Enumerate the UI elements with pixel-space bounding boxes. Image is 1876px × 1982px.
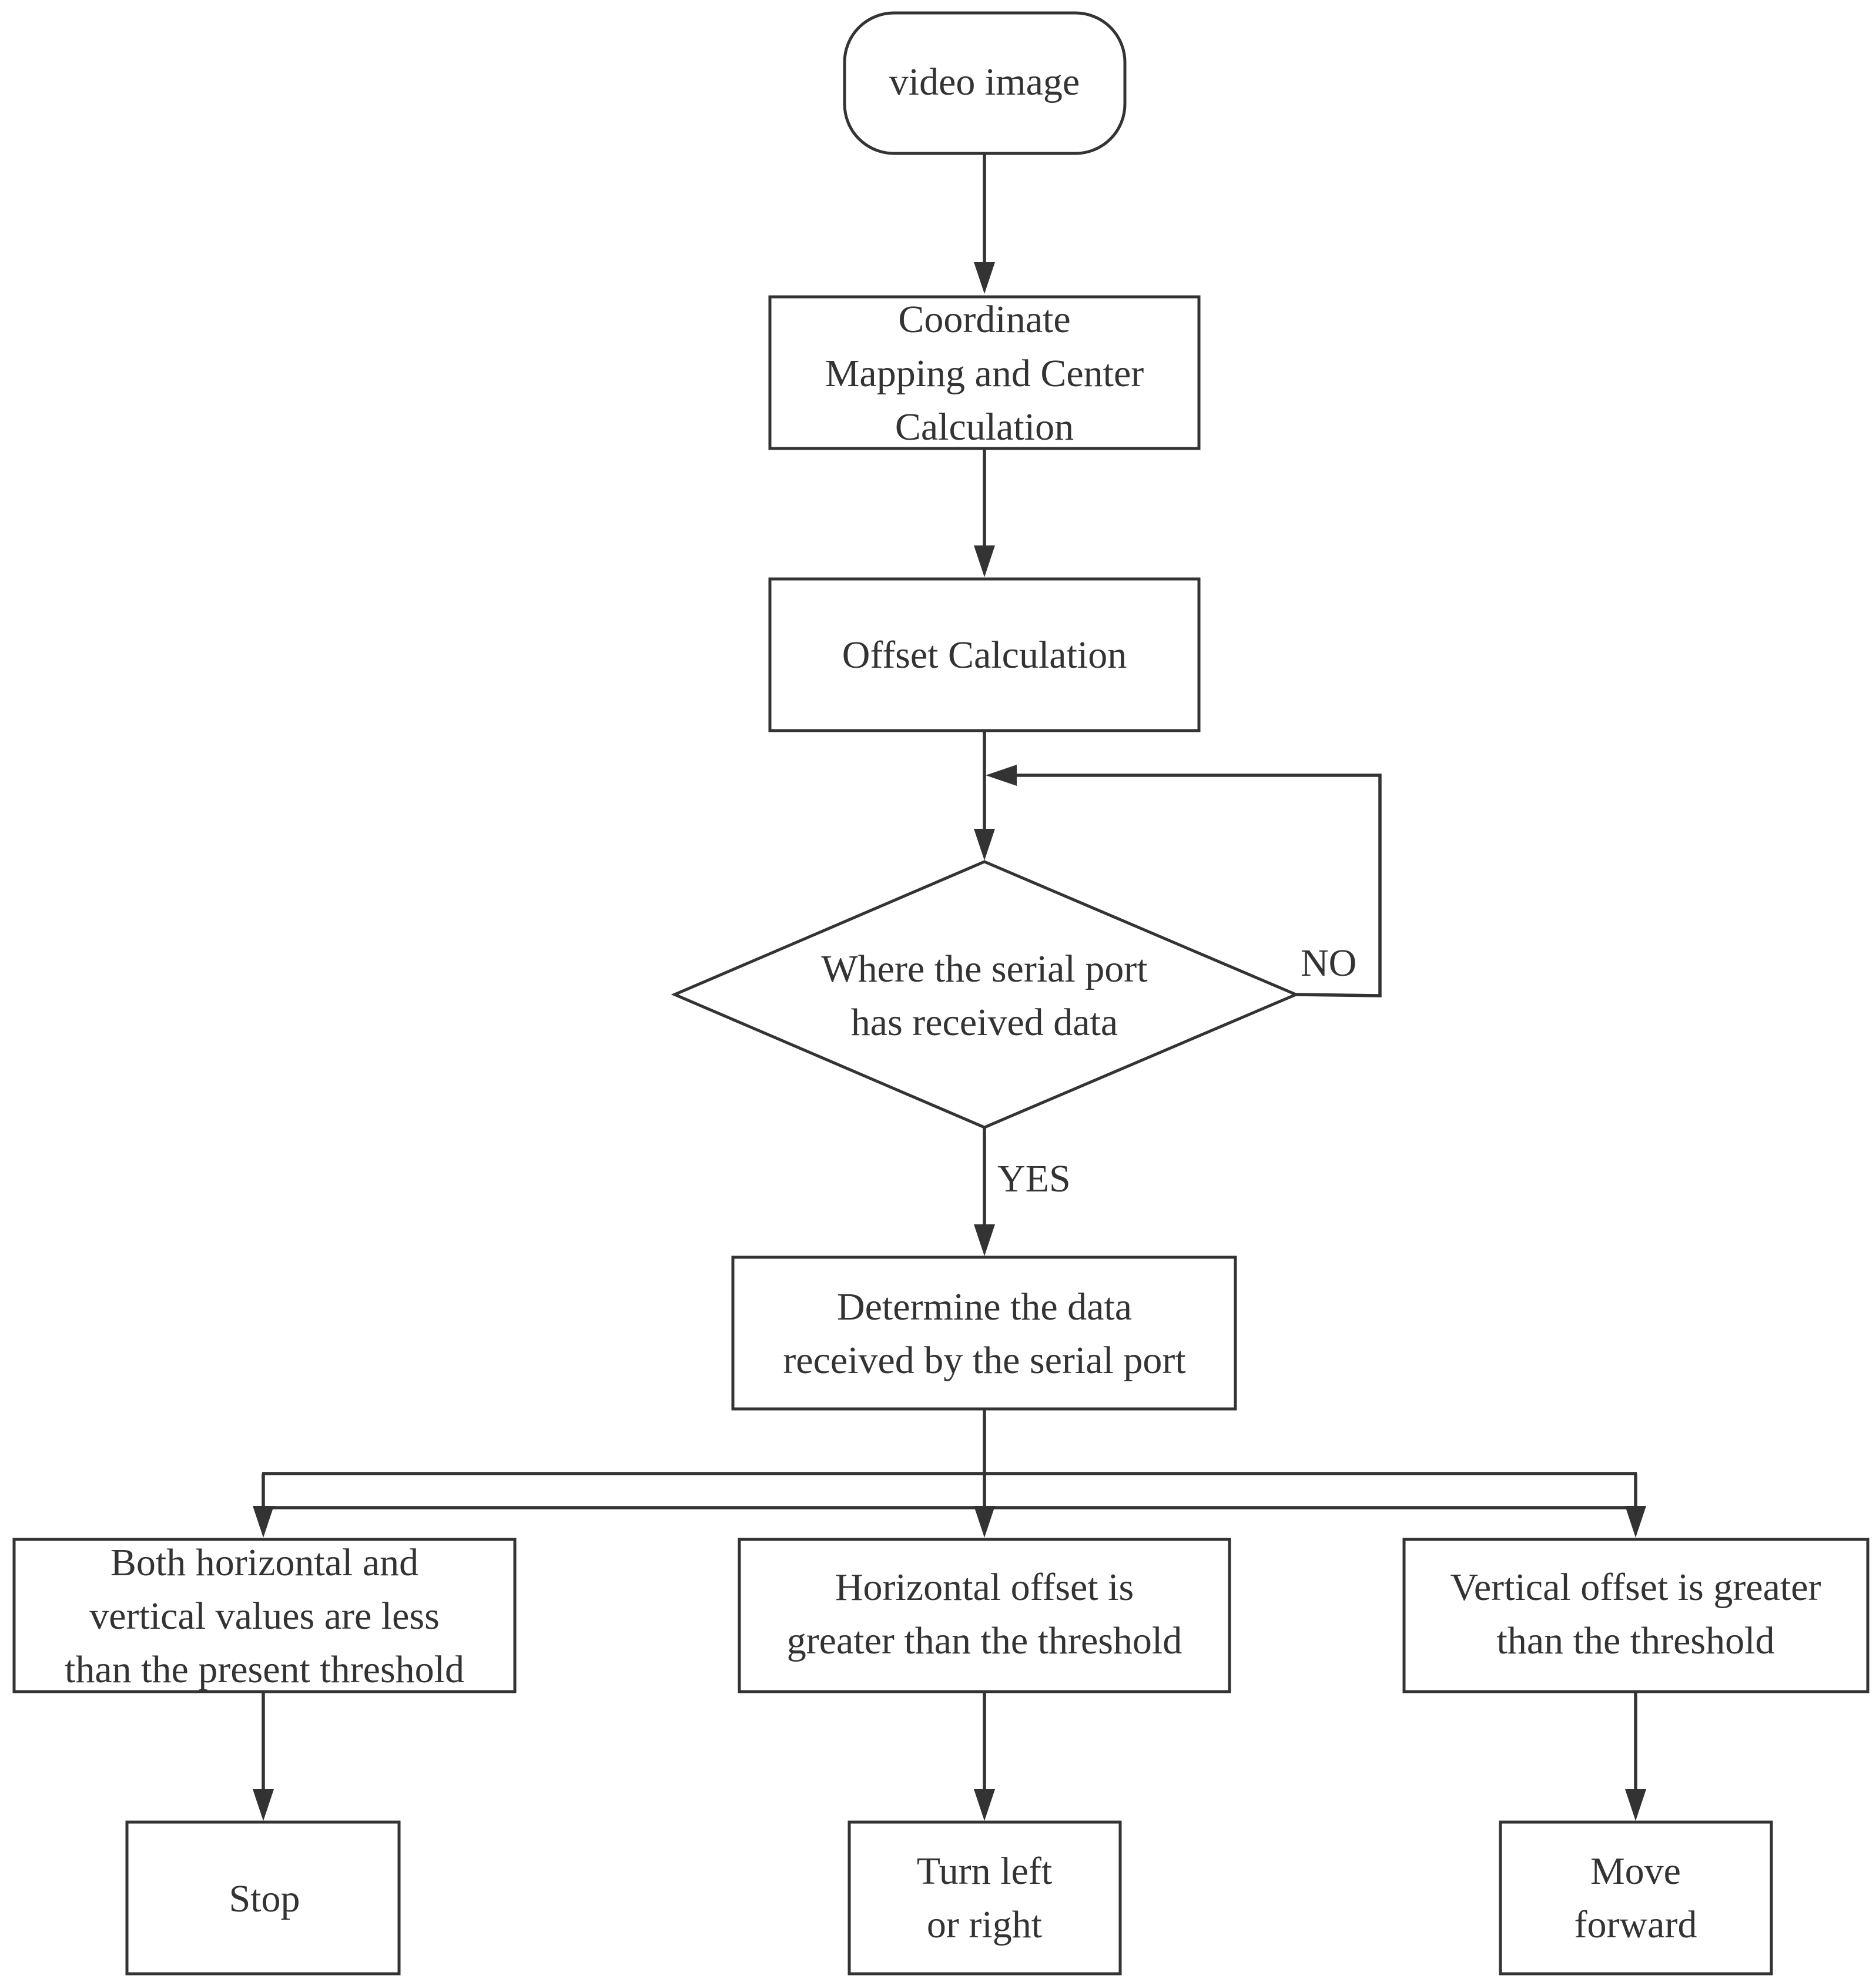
node-text: has received data <box>851 1001 1118 1044</box>
node-text: Horizontal offset is <box>835 1566 1134 1609</box>
node-text: Turn left <box>917 1850 1052 1893</box>
node-text: Calculation <box>895 406 1074 448</box>
node-turn: Turn left or right <box>847 1820 1122 1976</box>
node-text: greater than the threshold <box>787 1619 1182 1662</box>
node-text: than the threshold <box>1497 1619 1775 1662</box>
process-shape <box>125 1820 401 1976</box>
node-decision: Where the serial port has received data <box>671 860 1300 1129</box>
node-start: video image <box>843 11 1127 155</box>
node-stop: Stop <box>125 1820 401 1976</box>
decision-shape <box>671 860 1300 1129</box>
node-move-forward: Move forward <box>1499 1820 1773 1976</box>
edge-no-loop <box>1016 774 1382 997</box>
terminal-shape <box>843 11 1127 155</box>
node-text: Both horizontal and <box>110 1541 418 1584</box>
arrowhead <box>974 1224 995 1256</box>
arrowhead <box>253 1506 274 1538</box>
process-shape <box>12 1538 517 1693</box>
node-text: Stop <box>229 1877 300 1920</box>
connectors <box>253 154 1646 1821</box>
process-shape <box>1499 1820 1773 1976</box>
node-text: Offset Calculation <box>842 634 1127 677</box>
arrowhead <box>986 765 1017 786</box>
node-text: Determine the data <box>837 1285 1132 1328</box>
process-shape <box>738 1538 1231 1693</box>
arrowhead <box>974 545 995 577</box>
process-shape <box>731 1256 1237 1411</box>
node-coordinate-mapping: Coordinate Mapping and Center Calculatio… <box>768 295 1201 450</box>
node-horizontal-offset: Horizontal offset is greater than the th… <box>738 1538 1231 1693</box>
node-text: Coordinate <box>898 298 1070 341</box>
node-determine-data: Determine the data received by the seria… <box>731 1256 1237 1411</box>
node-offset-calculation: Offset Calculation <box>768 577 1201 732</box>
node-text: forward <box>1575 1903 1697 1946</box>
node-text: vertical values are less <box>89 1595 440 1638</box>
process-shape <box>768 577 1201 732</box>
arrowhead <box>974 262 995 294</box>
node-text: or right <box>927 1903 1042 1946</box>
arrowhead <box>1625 1506 1646 1538</box>
edge-label-yes: YES <box>997 1157 1071 1200</box>
node-text: Mapping and Center <box>825 352 1144 395</box>
arrowhead <box>974 1789 995 1821</box>
node-text: Where the serial port <box>821 948 1147 990</box>
arrowhead <box>1625 1789 1646 1821</box>
node-both-less: Both horizontal and vertical values are … <box>12 1538 517 1693</box>
node-vertical-offset: Vertical offset is greater than the thre… <box>1402 1538 1870 1693</box>
node-text: than the present threshold <box>65 1648 464 1691</box>
arrowhead <box>974 829 995 861</box>
edge-label-no: NO <box>1301 942 1356 985</box>
process-shape <box>847 1820 1122 1976</box>
node-text: Vertical offset is greater <box>1450 1566 1821 1609</box>
arrowhead <box>974 1506 995 1538</box>
node-text: video image <box>889 61 1080 103</box>
node-text: received by the serial port <box>783 1339 1185 1382</box>
arrowhead <box>253 1789 274 1821</box>
node-text: Move <box>1590 1850 1681 1893</box>
process-shape <box>768 295 1201 450</box>
process-shape <box>1402 1538 1870 1693</box>
